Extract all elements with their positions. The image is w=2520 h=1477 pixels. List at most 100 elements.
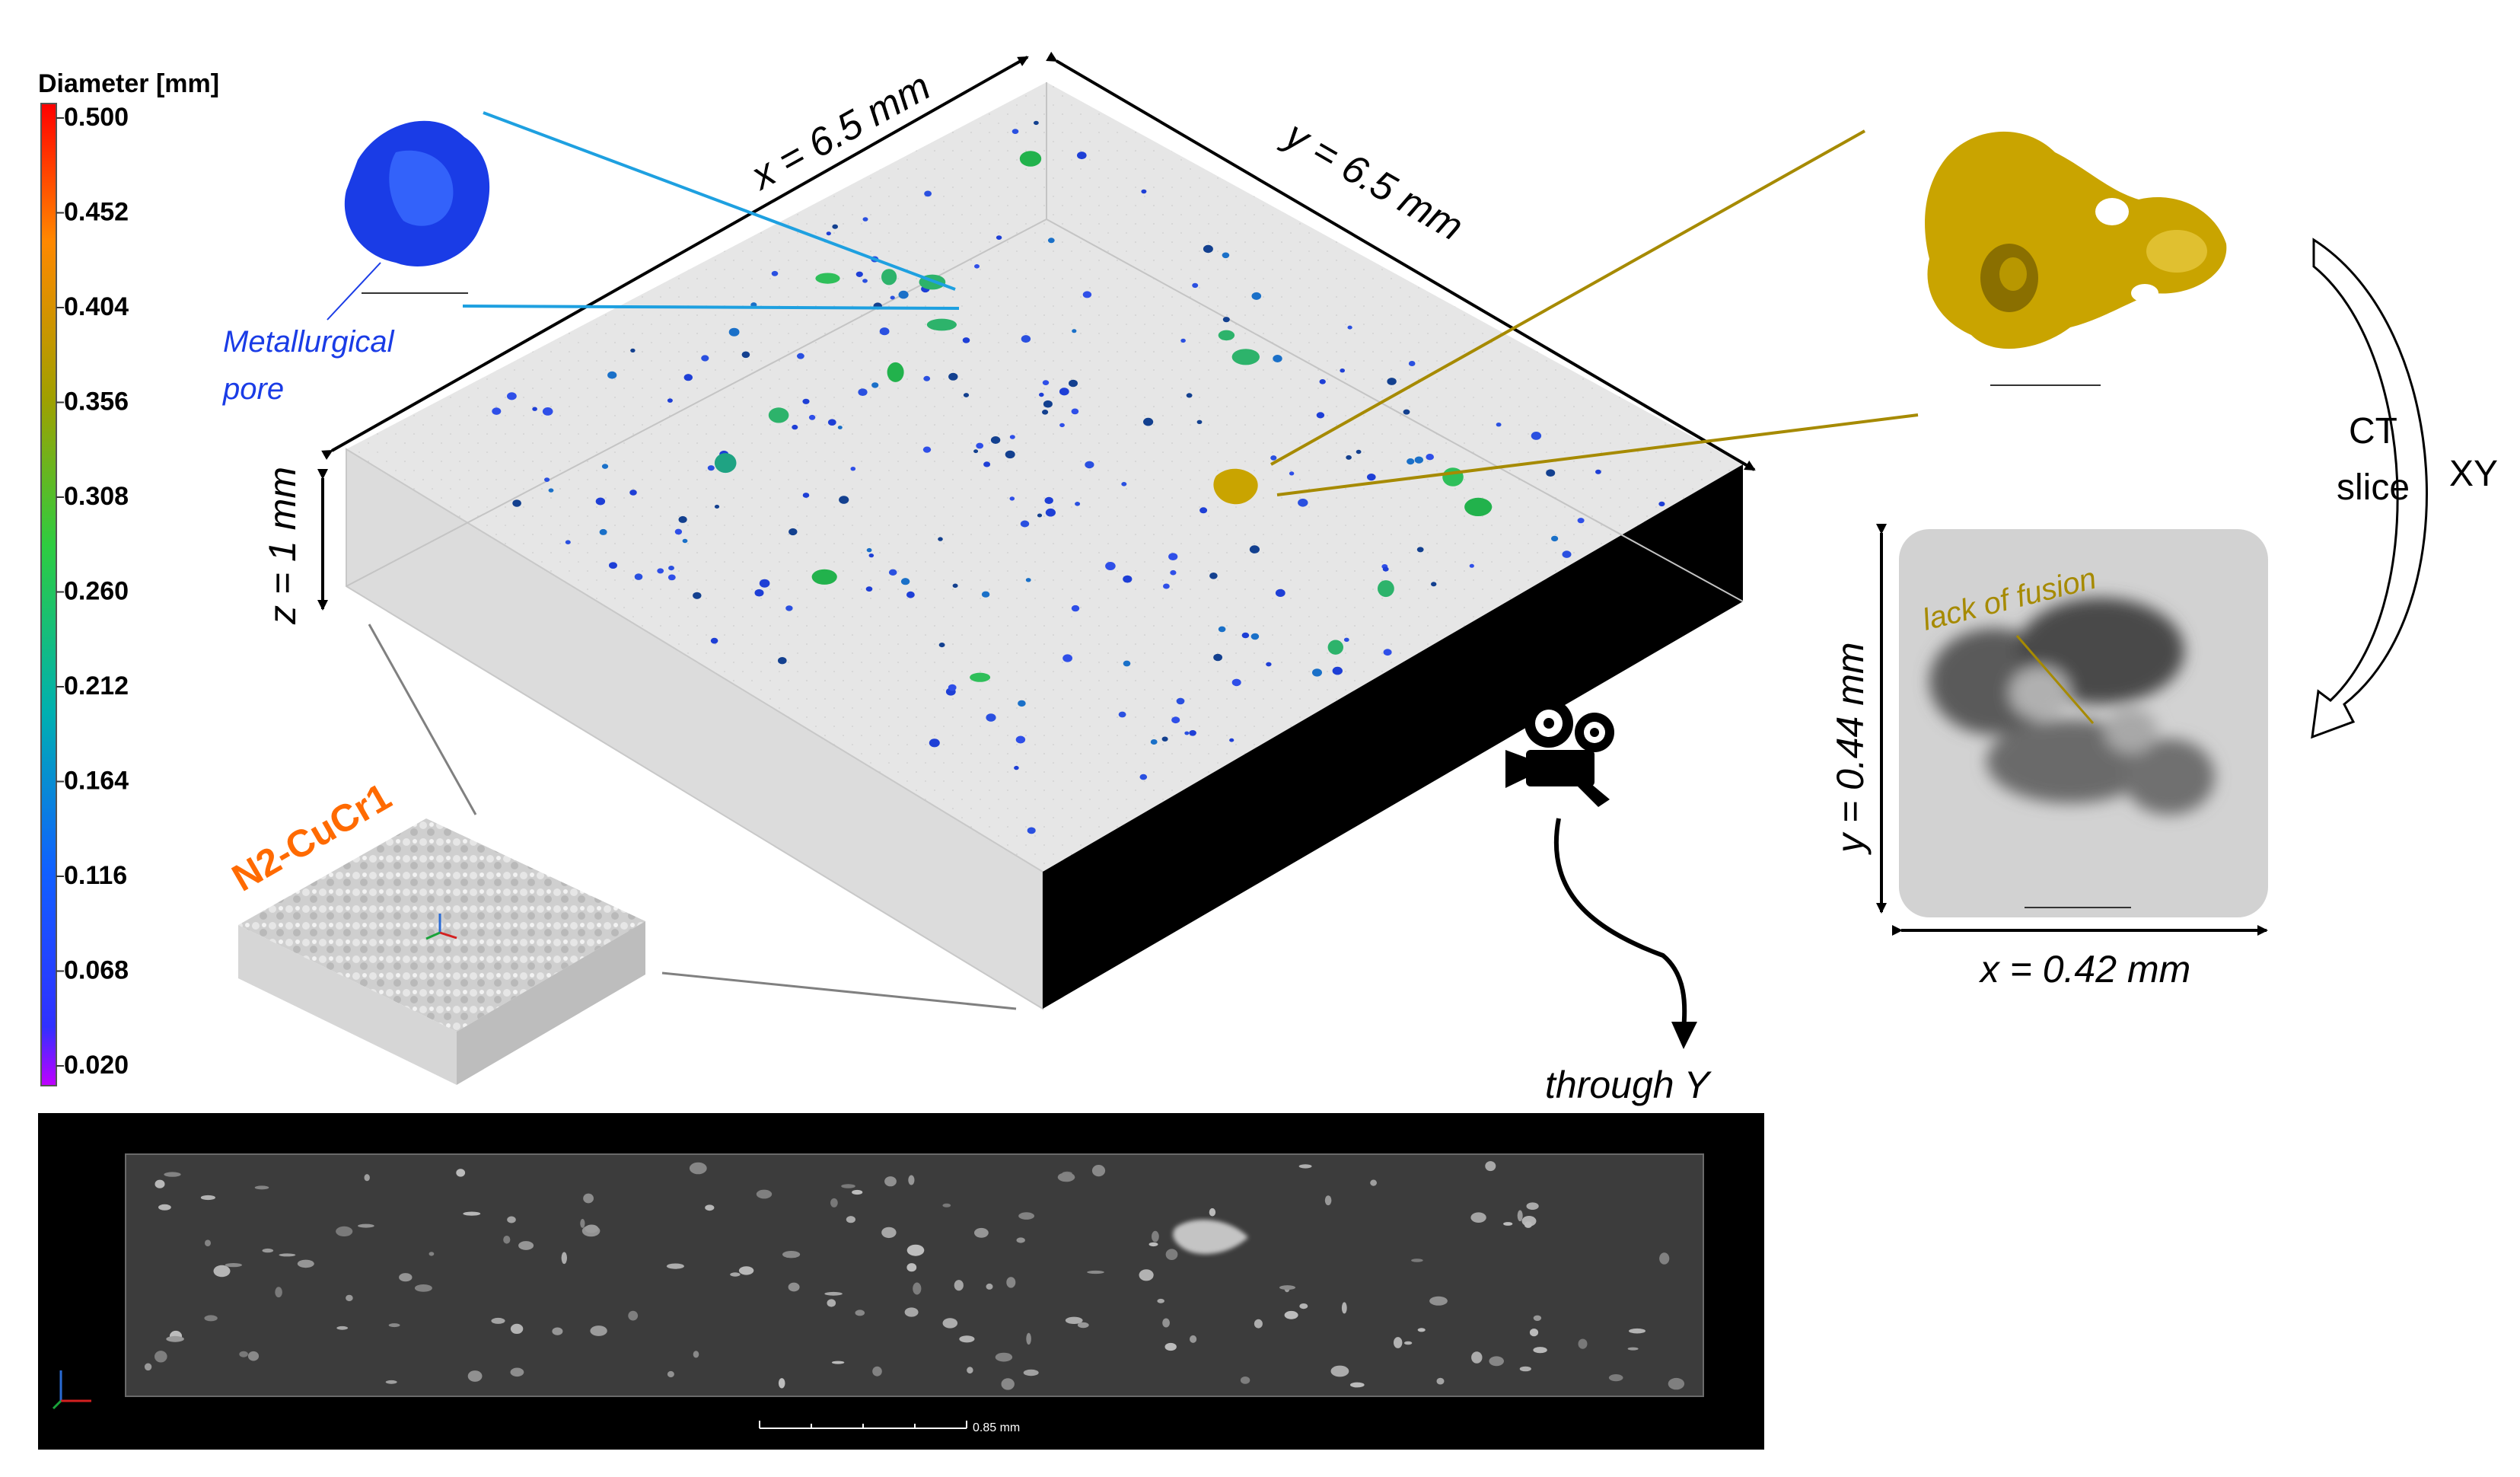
y-slice-pore-spot (1001, 1378, 1015, 1390)
legend-tick-label: 0.356 (64, 388, 129, 416)
y-slice-pore-spot (1485, 1161, 1496, 1172)
y-slice-pore-spot (1254, 1319, 1263, 1329)
y-slice-scale-label: 0.85 mm (973, 1421, 1020, 1434)
y-slice-pore-spot (580, 1219, 585, 1228)
pore-dot (607, 371, 617, 379)
y-slice-pore-spot (1164, 1342, 1177, 1351)
y-slice-pore-spot (666, 1263, 684, 1269)
pore-dot (1170, 569, 1177, 576)
ct-x-dim-label: x = 0.42 mm (1979, 948, 2191, 991)
lof-pore-blob (815, 273, 840, 284)
ct-slice-defect (1929, 598, 2215, 815)
y-slice-pore-spot (1403, 1341, 1413, 1345)
pore-dot (1037, 513, 1043, 518)
pore-dot (1171, 716, 1180, 724)
y-slice-pore-spot (164, 1172, 181, 1177)
pore-dot (839, 496, 849, 504)
pore-dot (1105, 562, 1116, 570)
y-slice-pore-spot (1526, 1202, 1539, 1210)
legend-colorbar (40, 103, 57, 1086)
pore-dot (868, 553, 875, 558)
camera-arrowhead (1671, 1022, 1697, 1049)
pore-dot (1407, 458, 1415, 465)
y-slice-pore-spot (1608, 1374, 1623, 1382)
y-slice-pore-spot (583, 1193, 594, 1204)
y-slice-pore-spot (428, 1252, 435, 1256)
y-slice-pore-spot (1533, 1347, 1547, 1354)
y-slice-pore-spot (906, 1244, 925, 1256)
pore-dot (542, 407, 553, 416)
pore-dot (1469, 563, 1474, 568)
pore-dot (492, 407, 502, 415)
pore-dot (1416, 547, 1424, 553)
slice-label: slice (2337, 467, 2410, 508)
y-slice-pore-spot (491, 1317, 505, 1324)
y-slice-pore-spot (1629, 1328, 1645, 1334)
pore-dot (1273, 355, 1282, 362)
ct-volume-block (346, 82, 1744, 1010)
y-slice-inset: 0.85 mm (38, 1113, 1764, 1450)
y-slice-pore-spot (1152, 1230, 1159, 1243)
pore-dot (1298, 499, 1308, 507)
y-slice-pore-spot (239, 1351, 248, 1357)
pore-dot (1356, 449, 1362, 455)
lof-defect-on-block (1213, 468, 1258, 505)
y-dim-arrow (1046, 51, 1756, 471)
y-slice-pore-spot (830, 1198, 838, 1207)
y-slice-pore-spot (1370, 1179, 1377, 1186)
pore-dot (1229, 738, 1235, 742)
y-slice-pore-spot (824, 1291, 843, 1296)
pore-dot (667, 398, 673, 403)
pore-dot (601, 464, 609, 469)
lof-pore-blob (1442, 467, 1464, 486)
pore-dot (1012, 129, 1019, 135)
y-slice-pore-spot (205, 1239, 211, 1246)
pore-dot (1045, 508, 1056, 517)
pore-dot (1319, 379, 1326, 384)
legend-title: Diameter [mm] (38, 69, 219, 98)
pore-dot (599, 528, 607, 535)
y-slice-image (125, 1153, 1704, 1397)
y-slice-pore-spot (693, 1351, 699, 1358)
y-slice-pore-spot (1139, 1269, 1154, 1281)
pore-dot (866, 547, 872, 553)
pore-dot (1426, 454, 1434, 461)
legend-tick-label: 0.500 (64, 103, 129, 132)
lof-pore-blob (768, 407, 789, 423)
pore-dot (565, 540, 571, 544)
pore-dot (728, 327, 740, 337)
pore-dot (1025, 578, 1031, 582)
y-slice-pore-spot (1533, 1315, 1542, 1322)
y-slice-pore-spot (155, 1351, 167, 1363)
y-slice-pore-spot (1417, 1328, 1426, 1332)
y-slice-pore-spot (782, 1251, 801, 1258)
pore-dot (1199, 507, 1208, 514)
xy-plane-label: XY (2449, 454, 2498, 494)
y-slice-pore-spot (213, 1265, 231, 1278)
y-slice-pore-spot (1087, 1270, 1104, 1274)
pore-dot (759, 579, 770, 588)
pore-dot (797, 353, 804, 359)
y-slice-pore-spot (1411, 1258, 1423, 1262)
pore-dot (865, 586, 873, 592)
metallurgical-pore-label-1: Metallurgical (223, 325, 395, 359)
pore-dot (714, 505, 720, 509)
pore-dot (826, 231, 831, 236)
pore-dot (1014, 765, 1019, 770)
pore-dot (1042, 410, 1049, 415)
pore-dot (1071, 605, 1080, 612)
pore-dot (948, 372, 958, 381)
y-slice-pore-spot (1578, 1338, 1588, 1349)
y-slice-pore-spot (1162, 1318, 1170, 1328)
lof-pore-blob (1464, 497, 1493, 517)
pore-dot (1075, 502, 1081, 506)
y-slice-pore-spot (904, 1307, 919, 1317)
pore-dot (1180, 338, 1186, 343)
y-slice-pore-spot (399, 1273, 413, 1282)
y-slice-pore-spot (1524, 1221, 1532, 1228)
pore-dot (1009, 496, 1015, 501)
lof-hole-2 (2131, 284, 2158, 302)
pore-dot (792, 424, 798, 430)
legend-tick-label: 0.020 (64, 1051, 129, 1080)
sample-thumbnail: N2-CuCr1 (225, 624, 1017, 1085)
